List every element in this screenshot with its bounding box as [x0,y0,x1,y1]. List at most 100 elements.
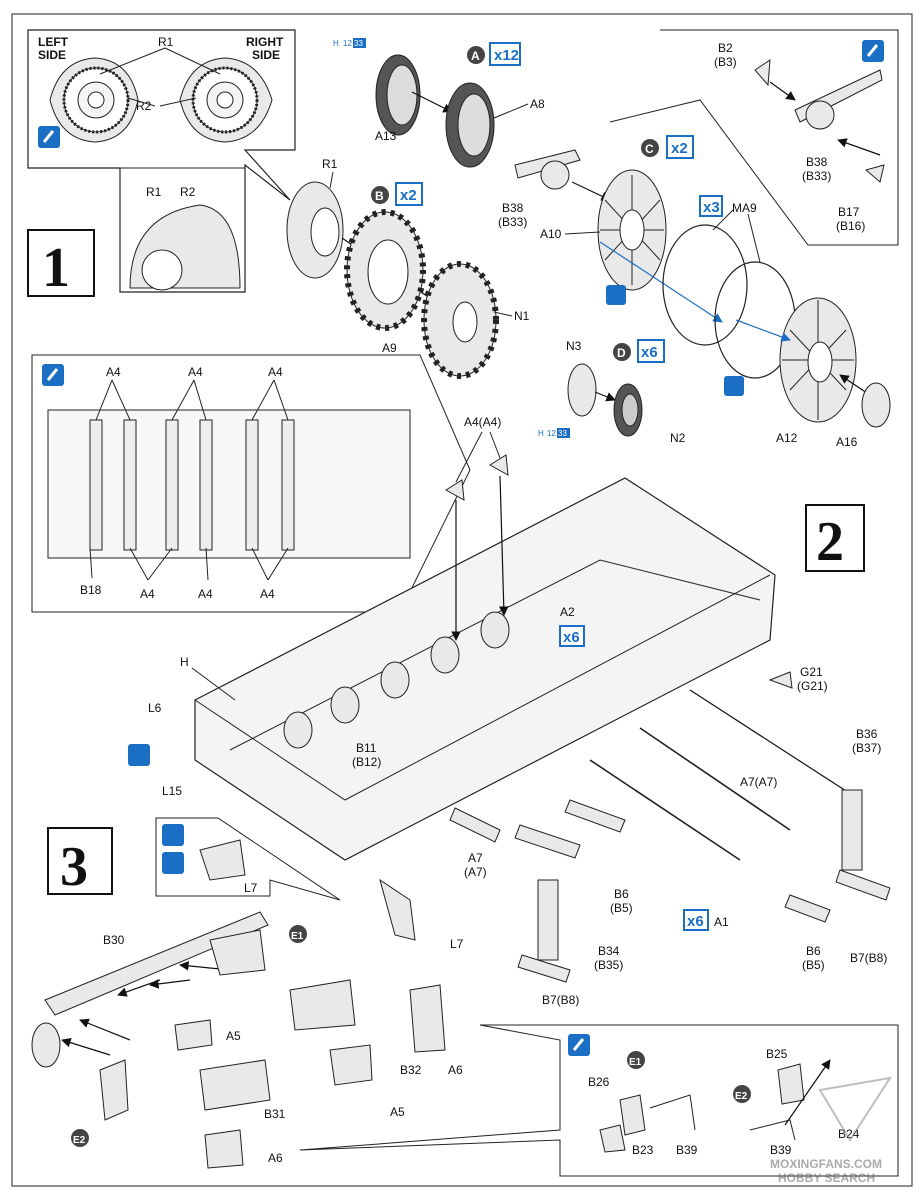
left-side-label-1: LEFT [38,35,69,49]
label-B35: (B35) [594,958,623,972]
right-side-label-2: SIDE [252,48,280,62]
part-B23 [599,1124,626,1153]
part-B34 [537,879,559,961]
label-A6-a: A6 [448,1063,463,1077]
idler-inset [609,29,899,246]
e1-letter-main: E1 [291,931,304,942]
step-1-box [27,229,95,297]
label-A16: A16 [836,435,858,449]
watermark: MOXINGFANS.COM HOBBY SEARCH [770,1076,893,1185]
x3-box [699,195,723,217]
label-H: H [180,655,189,669]
label-B16: (B16) [836,219,865,233]
e2-letter-main: E2 [73,1135,86,1146]
e-subassembly-inset [299,1024,899,1177]
label-A5-b: A5 [390,1105,405,1119]
label-G21: G21 [800,665,823,679]
cement-icon-1 [128,744,150,766]
label-B18: B18 [80,583,102,597]
a-letter: A [471,49,480,63]
label-B34: B34 [598,944,620,958]
e2-letter-inset: E2 [735,1091,748,1102]
torsion-bar-1 [639,727,791,831]
page-border [11,13,913,1187]
label-A9: A9 [382,341,397,355]
suspension-mounts [283,611,510,749]
label-A10: A10 [540,227,562,241]
subassembly-e1-inset: E1 [627,1051,645,1069]
e1-letter-inset: E1 [629,1057,642,1068]
part-B39-b [749,1119,796,1141]
l7-inset [155,817,341,901]
label-B37: (B37) [852,741,881,755]
label-N2: N2 [670,431,686,445]
label-A7-b: A7 [468,851,483,865]
label-B17: B17 [838,205,860,219]
part-B2 [754,59,771,87]
cement-icon-2 [162,852,184,874]
subassembly-d: D x6 [613,339,665,363]
tow-hook [31,1022,61,1068]
label-B7-a: B7(B8) [542,993,579,1007]
subassembly-e1-main: E1 [289,925,307,943]
muffler-B31 [199,1059,271,1111]
part-B17 [864,164,885,183]
part-E2 [99,1059,129,1121]
label-A7A7: A7(A7) [740,775,777,789]
label-G21b: (G21) [797,679,828,693]
glue-icon-2 [724,376,744,396]
step-2-box [805,504,865,572]
label-B5-b: (B5) [802,958,825,972]
label-B6-b: B6 [806,944,821,958]
label-B30: B30 [103,933,125,947]
right-side-label-1: RIGHT [246,35,284,49]
suspension-arms [449,799,891,983]
watermark-line-1: MOXINGFANS.COM [770,1157,882,1171]
label-B7-b: B7(B8) [850,951,887,965]
subassembly-c: C x2 [641,135,694,159]
label-R1-main: R1 [322,157,338,171]
muffler-B32 [289,979,356,1031]
part-B26 [619,1094,646,1136]
x6-multiplier-A2: x6 [563,629,580,646]
label-B36: B36 [856,727,878,741]
label-B23: B23 [632,1143,654,1157]
a-multiplier: x12 [494,47,519,64]
part-B25 [777,1063,805,1105]
label-MA9: MA9 [732,201,757,215]
part-G21 [768,671,793,689]
r2-label: R2 [136,99,152,113]
label-N3: N3 [566,339,582,353]
part-A6-b [204,1129,244,1169]
label-L15: L15 [162,784,182,798]
part-A5-b [329,1044,373,1086]
hull-bottom-plan [47,409,411,559]
left-hub-drawing [49,57,139,143]
hubcap-A16 [861,382,891,428]
wheel-N3 [567,363,597,417]
label-L7-main: L7 [450,937,464,951]
label-B12: (B12) [352,755,381,769]
label-B32: B32 [400,1063,422,1077]
label-B39-a: B39 [676,1143,698,1157]
label-B5-a: (B5) [610,901,633,915]
step-3-number: 3 [60,836,88,898]
svg-text:H: H [538,429,544,438]
label-A4-top-1: A4 [106,365,121,379]
paint-ref-1: H 12 33 [333,38,366,48]
subassembly-e2-main: E2 [71,1129,89,1147]
r2-zoom-label: R2 [180,185,196,199]
b-multiplier: x2 [400,187,417,204]
label-B39-b: B39 [770,1143,792,1157]
label-A7-c: (A7) [464,865,487,879]
subassembly-b: B x2 [371,182,423,206]
hull-H [194,477,776,861]
label-B2: B2 [718,41,733,55]
c-letter: C [645,142,654,156]
svg-text:H: H [333,39,339,48]
svg-text:33: 33 [354,39,363,48]
watermark-line-2: HOBBY SEARCH [778,1171,875,1185]
step-1-number: 1 [42,237,70,299]
x6-box-A1 [683,909,709,931]
rear-plate [44,911,269,1016]
